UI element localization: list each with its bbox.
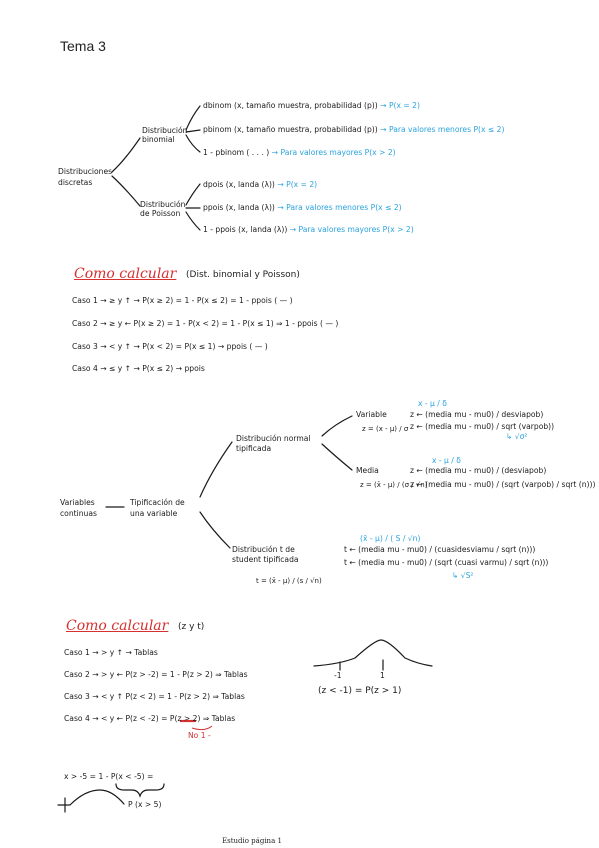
media-label: Media [356, 466, 379, 475]
binomial-formula: pbinom (x, tamaño muestra, probabilidad … [203, 125, 378, 134]
case-line: Caso 1 → ≥ y ↑ → P(x ≥ 2) = 1 - P(x ≤ 2)… [72, 296, 293, 305]
binomial-note: Para valores mayores P(x > 2) [280, 148, 396, 157]
arrow-icon: → [289, 225, 299, 234]
variable-label: Variable [356, 410, 387, 419]
media-equation: z = (x̄ - μ) / (σ / √n) [360, 481, 428, 489]
tipificacion-label: Tipificación de una variable [130, 498, 185, 518]
student-r-1: t ← (media mu - mu0) / (cuasidesviamu / … [344, 545, 536, 554]
variable-sqrt-note: ↳ √σ² [506, 432, 528, 441]
binomial-note: P(x = 2) [388, 101, 420, 110]
section-subheading-2: (z y t) [178, 622, 205, 632]
variable-equation: z = (x - μ) / σ [362, 425, 409, 433]
poisson-note: Para valores mayores P(x > 2) [298, 225, 414, 234]
case-line: Caso 3 → < y ↑ → P(x < 2) = P(x ≤ 1) → p… [72, 342, 268, 351]
poisson-note: P(x = 2) [286, 180, 318, 189]
section-heading-2: Como calcular [66, 618, 169, 634]
variable-top-formula: x - μ / δ [418, 399, 447, 408]
binomial-formula: 1 - pbinom ( . . . ) [203, 148, 270, 157]
binomial-label: Distribución binomial [142, 126, 188, 144]
poisson-row-1: dpois (x, landa (λ)) → P(x = 2) [203, 180, 317, 190]
case-line: Caso 3 → < y ↑ P(z < 2) = 1 - P(z > 2) ⇒… [64, 692, 245, 701]
extra-tail: P (x > 5) [128, 800, 162, 809]
bell-left-label: -1 [334, 671, 342, 680]
case-line: Caso 4 → < y ← P(z < -2) = P(z > 2) ⇒ Ta… [64, 714, 236, 723]
case-line: Caso 2 → > y ← P(z > -2) = 1 - P(z > 2) … [64, 670, 248, 679]
no-note: No 1 - [188, 731, 211, 740]
page-footer: Estudio página 1 [222, 837, 282, 845]
poisson-row-3: 1 - ppois (x, landa (λ)) → Para valores … [203, 225, 414, 235]
case-line: Caso 1 → > y ↑ → Tablas [64, 648, 158, 657]
binomial-row-2: pbinom (x, tamaño muestra, probabilidad … [203, 125, 504, 135]
section-subheading-1: (Dist. binomial y Poisson) [186, 270, 300, 280]
arrow-icon: → [380, 125, 389, 134]
student-top-formula: (x̄ - μ) / ( S / √n) [360, 534, 421, 543]
variable-r-2: z ← (media mu - mu0) / sqrt (varpob)) [410, 422, 555, 431]
student-r-2: t ← (media mu - mu0) / (sqrt (cuasi varm… [344, 558, 549, 567]
normal-label: Distribución normal tipificada [236, 434, 311, 453]
poisson-formula: 1 - ppois (x, landa (λ)) [203, 225, 288, 234]
variable-r-1: z ← (media mu - mu0) / desviapob) [410, 410, 544, 419]
bell-right-label: 1 [380, 671, 385, 680]
case-line: Caso 2 → ≥ y ← P(x ≥ 2) = 1 - P(x < 2) =… [72, 319, 339, 328]
poisson-label: Distribución de Poisson [140, 200, 186, 218]
binomial-row-3: 1 - pbinom ( . . . ) → Para valores mayo… [203, 148, 396, 158]
continuas-root: Variables continuas [60, 498, 97, 518]
media-r-1: z ← (media mu - mu0) / (desviapob) [410, 466, 547, 475]
arrow-icon: → [380, 101, 389, 110]
student-equation: t = (x̄ - μ) / (s / √n) [256, 577, 322, 585]
extra-equation: x > -5 = 1 - P(x < -5) = [64, 772, 154, 781]
media-r-2: z ← (media mu - mu0) / (sqrt (varpob) / … [410, 480, 596, 489]
student-label: Distribución t de student tipificada [232, 545, 299, 564]
case-line: Caso 4 → ≤ y ↑ → P(x ≤ 2) → ppois [72, 364, 205, 373]
media-top-formula: x - μ / δ [432, 456, 461, 465]
poisson-formula: ppois (x, landa (λ)) [203, 203, 275, 212]
page-title: Tema 3 [60, 38, 106, 54]
poisson-row-2: ppois (x, landa (λ)) → Para valores meno… [203, 203, 402, 213]
section-heading-1: Como calcular [74, 266, 177, 282]
student-sqrt-note: ↳ √S² [452, 571, 474, 580]
binomial-row-1: dbinom (x, tamaño muestra, probabilidad … [203, 101, 420, 111]
discretas-root: Distribuciones discretas [58, 167, 113, 187]
bell-equation: (z < -1) = P(z > 1) [318, 686, 402, 696]
poisson-note: Para valores menores P(x ≤ 2) [286, 203, 402, 212]
poisson-formula: dpois (x, landa (λ)) [203, 180, 275, 189]
binomial-note: Para valores menores P(x ≤ 2) [388, 125, 505, 134]
arrow-icon: → [277, 180, 287, 189]
binomial-formula: dbinom (x, tamaño muestra, probabilidad … [203, 101, 378, 110]
arrow-icon: → [271, 148, 281, 157]
arrow-icon: → [277, 203, 287, 212]
